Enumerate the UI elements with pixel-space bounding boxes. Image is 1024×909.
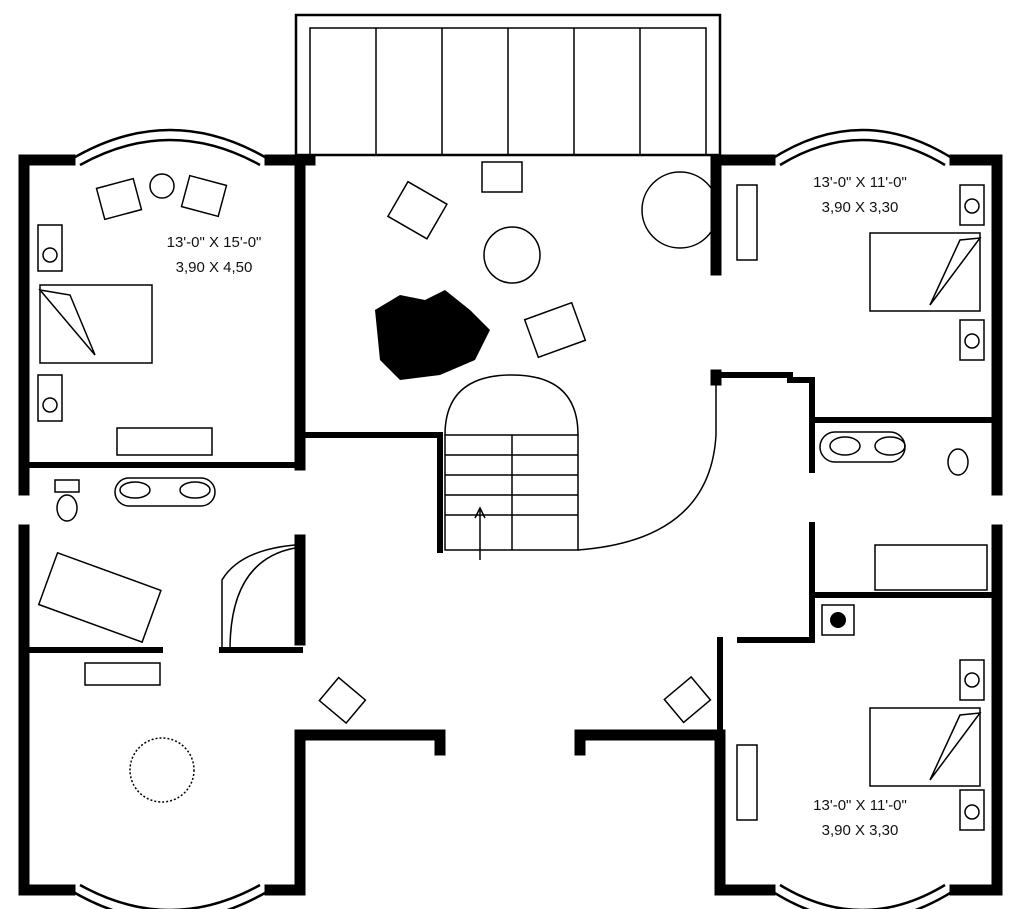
- bay-windows: [69, 128, 956, 909]
- master-bedroom-dim-metric: 3,90 X 4,50: [176, 259, 253, 276]
- furniture: [37, 161, 988, 831]
- bedroom2-dim-imperial: 13'-0" X 11'-0": [813, 174, 907, 191]
- bedroom3-dim-imperial: 13'-0" X 11'-0": [813, 797, 907, 814]
- bedroom2-dim-metric: 3,90 X 3,30: [822, 199, 899, 216]
- staircase: [221, 374, 717, 651]
- exterior-walls: [18, 154, 1003, 896]
- interior-walls: [21, 372, 1000, 738]
- bedroom3-dim-metric: 3,90 X 3,30: [822, 822, 899, 839]
- master-bedroom-dim-imperial: 13'-0" X 15'-0": [167, 234, 262, 251]
- sunroom: [294, 13, 722, 157]
